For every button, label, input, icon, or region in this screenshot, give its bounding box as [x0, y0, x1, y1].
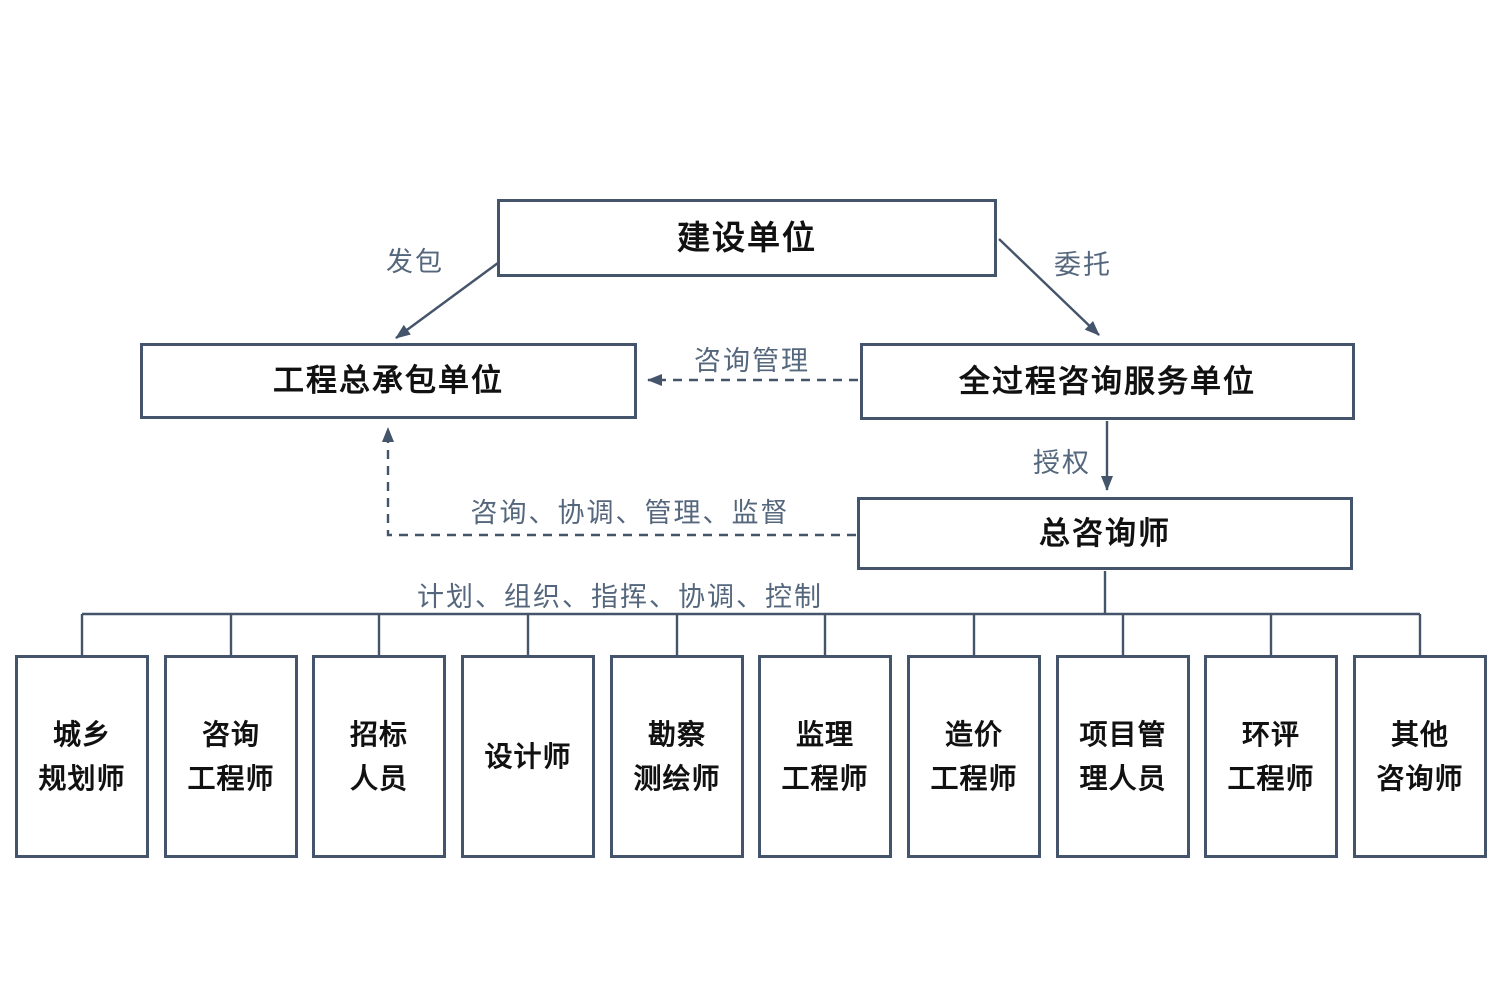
- node-consulting-engineer: 咨询 工程师: [164, 655, 298, 858]
- node-owner: 建设单位: [497, 199, 997, 277]
- node-chief-consultant: 总咨询师: [857, 497, 1353, 570]
- node-supervision-engineer: 监理 工程师: [758, 655, 892, 858]
- node-survey-mapping-engineer: 勘察 测绘师: [610, 655, 744, 858]
- edge-label-contract-out: 发包: [386, 247, 444, 277]
- edge-label-consult-coordinate-manage-supervise: 咨询、协调、管理、监督: [470, 498, 790, 528]
- node-cost-engineer: 造价 工程师: [907, 655, 1041, 858]
- edge-label-authorize: 授权: [1033, 448, 1091, 478]
- node-project-management-staff: 项目管 理人员: [1056, 655, 1190, 858]
- edge-label-entrust: 委托: [1054, 250, 1112, 280]
- edge-label-consulting-management: 咨询管理: [694, 346, 810, 376]
- node-epc-contractor: 工程总承包单位: [140, 343, 637, 419]
- node-bidding-staff: 招标 人员: [312, 655, 446, 858]
- node-whole-process-consulting-unit: 全过程咨询服务单位: [860, 343, 1355, 420]
- node-environmental-assessment-engineer: 环评 工程师: [1204, 655, 1338, 858]
- edge-label-plan-organize-command-coordinate-control: 计划、组织、指挥、协调、控制: [417, 582, 823, 612]
- node-designer: 设计师: [461, 655, 595, 858]
- node-urban-rural-planner: 城乡 规划师: [15, 655, 149, 858]
- node-other-consultants: 其他 咨询师: [1353, 655, 1487, 858]
